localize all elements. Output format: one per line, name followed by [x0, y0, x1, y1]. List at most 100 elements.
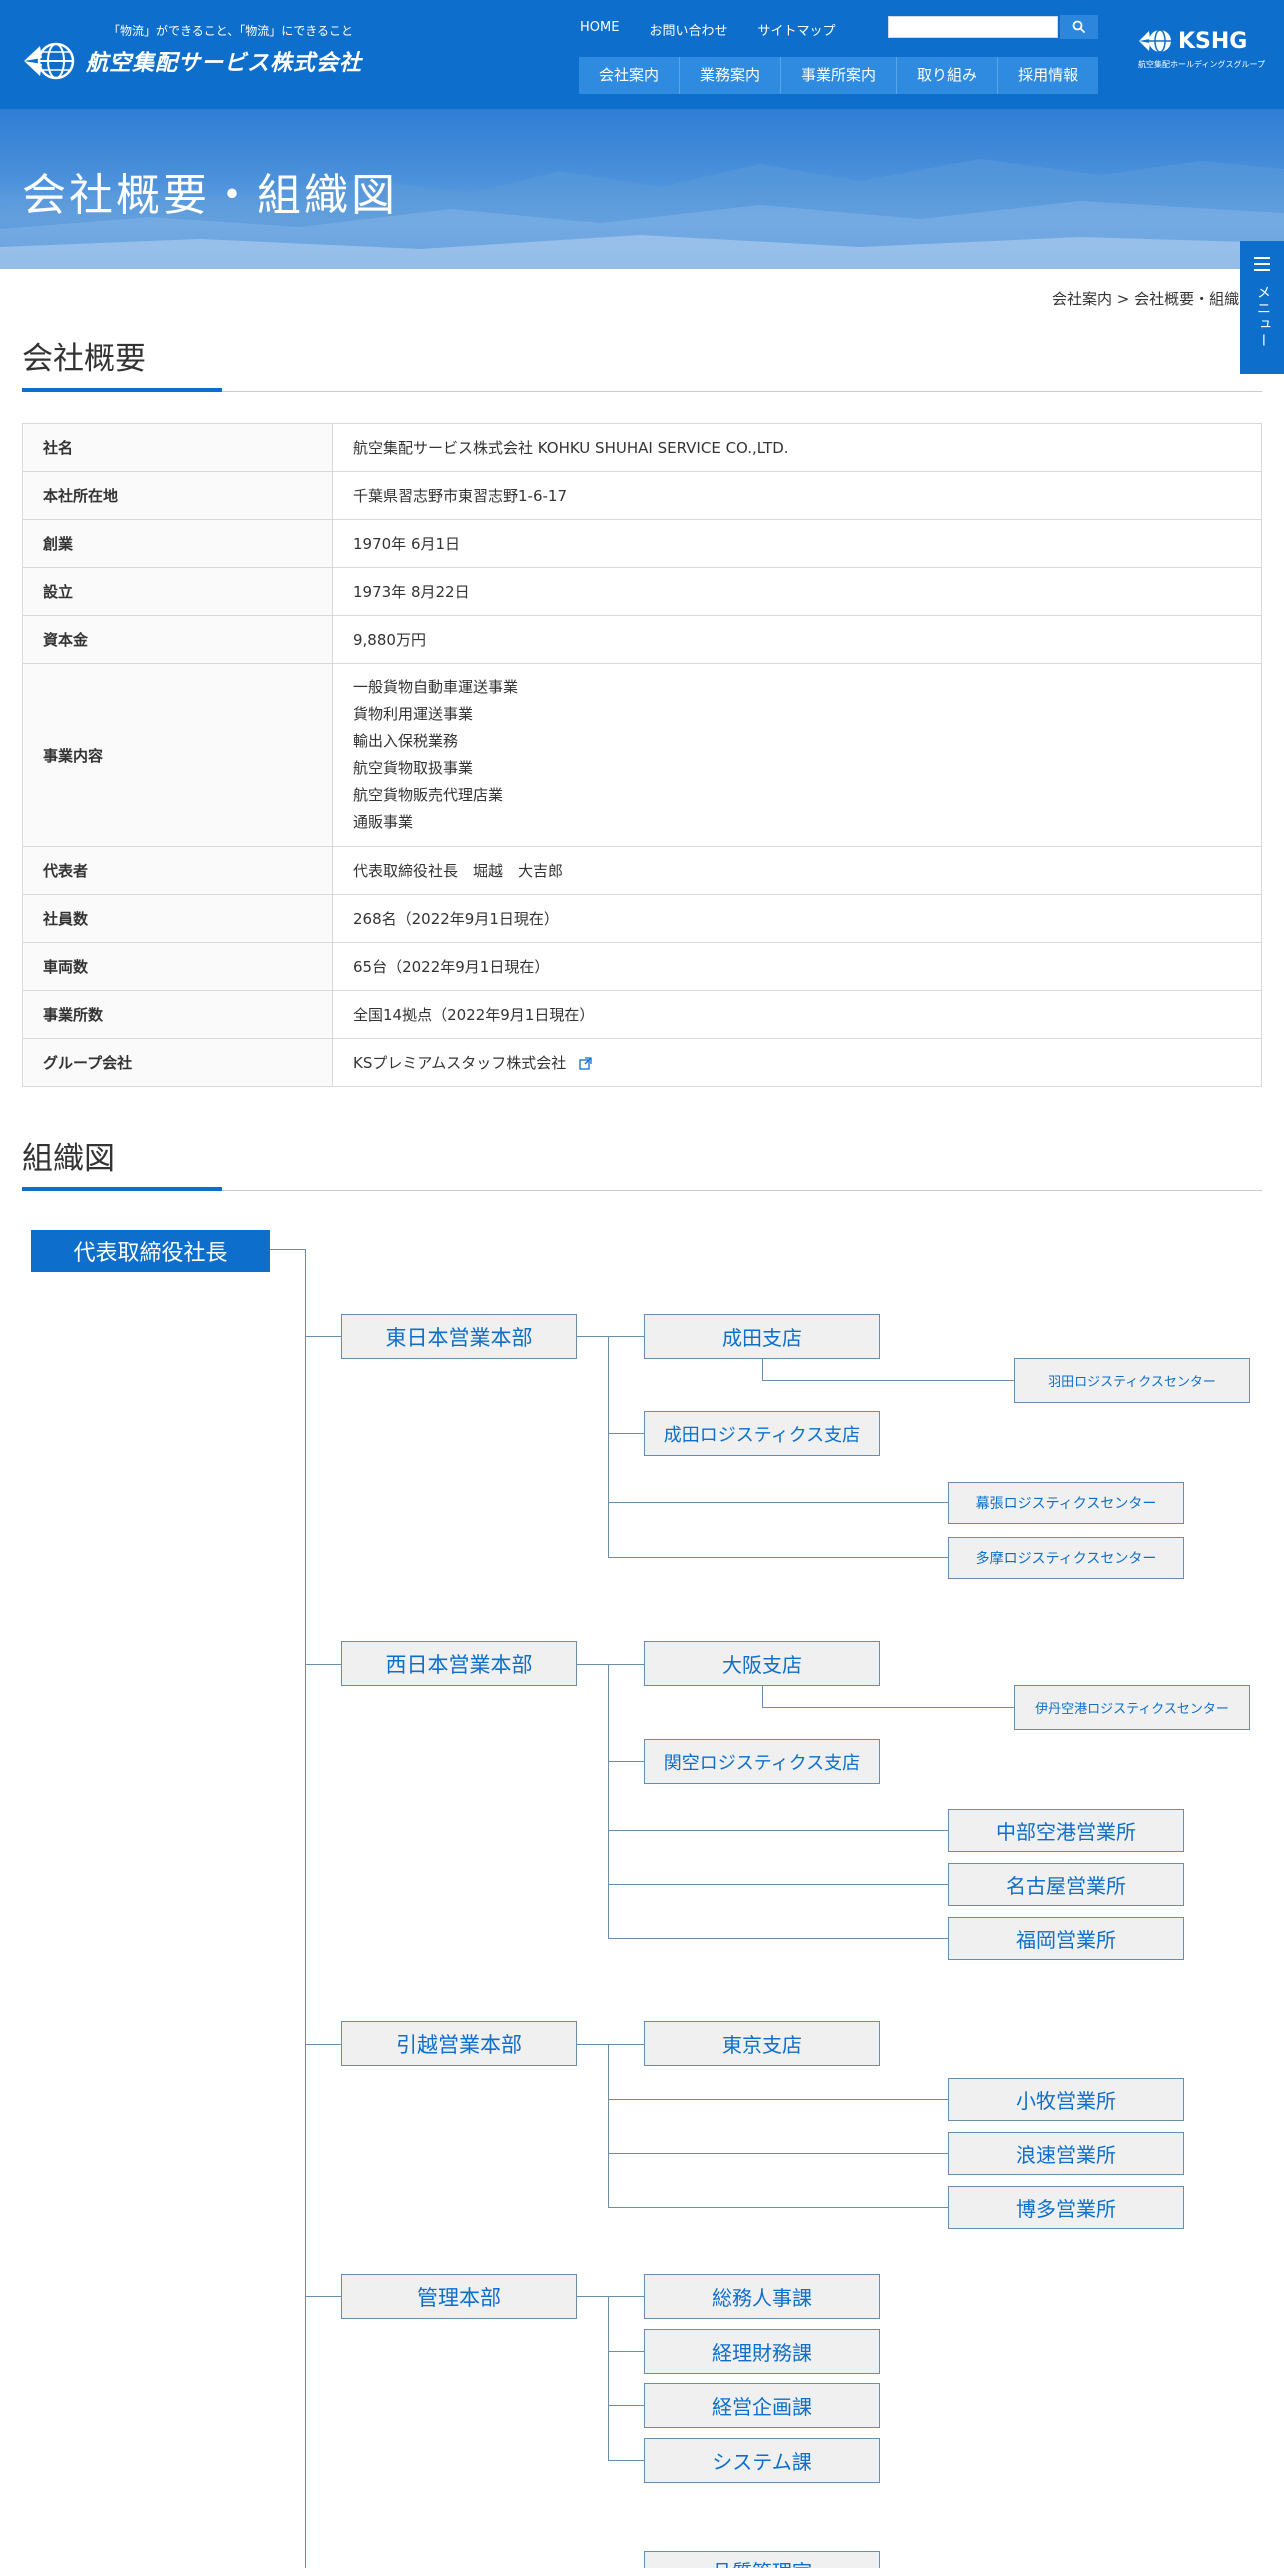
main-nav-services[interactable]: 業務案内	[680, 57, 782, 94]
org-center[interactable]: 羽田ロジスティクスセンター	[1014, 1358, 1250, 1403]
overview-heading-rule	[22, 388, 1262, 392]
row-label: 本社所在地	[22, 471, 333, 520]
row-label: 資本金	[22, 615, 333, 664]
table-row: 本社所在地 千葉県習志野市東習志野1-6-17	[22, 471, 1262, 520]
org-office[interactable]: 浪速営業所	[948, 2132, 1184, 2175]
table-row: 事業所数 全国14拠点（2022年9月1日現在）	[22, 990, 1262, 1039]
side-menu-toggle[interactable]: メニュー	[1240, 241, 1284, 374]
org-division-moving[interactable]: 引越営業本部	[341, 2021, 577, 2066]
connector-line	[608, 2405, 644, 2406]
table-row: 設立 1973年 8月22日	[22, 567, 1262, 616]
group-logo[interactable]: KSHG 航空集配ホールディングスグループ	[1138, 26, 1265, 70]
main-nav-company[interactable]: 会社案内	[579, 57, 681, 94]
hamburger-icon	[1254, 257, 1270, 275]
org-division-west[interactable]: 西日本営業本部	[341, 1641, 577, 1686]
table-row: グループ会社 KSプレミアムスタッフ株式会社	[22, 1038, 1262, 1087]
business-line: 航空貨物取扱事業	[353, 759, 474, 777]
org-section[interactable]: 経営企画課	[644, 2383, 880, 2428]
breadcrumb: 会社案内 > 会社概要・組織図	[1052, 288, 1240, 309]
table-row: 代表者 代表取締役社長 堀越 大吉郎	[22, 846, 1262, 895]
search-button[interactable]	[1060, 15, 1098, 39]
row-value: 千葉県習志野市東習志野1-6-17	[332, 471, 1262, 520]
connector-line	[608, 2351, 644, 2352]
org-office[interactable]: 小牧営業所	[948, 2078, 1184, 2121]
row-value: 9,880万円	[332, 615, 1262, 664]
table-row: 事業内容 一般貨物自動車運送事業 貨物利用運送事業 輸出入保税業務 航空貨物取扱…	[22, 663, 1262, 847]
org-section[interactable]: 経理財務課	[644, 2329, 880, 2374]
org-heading-rule	[22, 1187, 1262, 1191]
connector-line	[762, 1707, 1014, 1708]
table-row: 創業 1970年 6月1日	[22, 519, 1262, 568]
org-office[interactable]: 中部空港営業所	[948, 1809, 1184, 1852]
row-label: 社員数	[22, 894, 333, 943]
connector-line	[608, 1761, 644, 1762]
connector-line	[762, 1380, 1014, 1381]
utility-nav: HOME お問い合わせ サイトマップ	[580, 20, 865, 39]
row-value: 全国14拠点（2022年9月1日現在）	[332, 990, 1262, 1039]
connector-line	[608, 2099, 948, 2100]
row-value: KSプレミアムスタッフ株式会社	[332, 1038, 1262, 1087]
org-office[interactable]: 幕張ロジスティクスセンター	[948, 1482, 1184, 1524]
org-branch[interactable]: 成田ロジスティクス支店	[644, 1411, 880, 1456]
row-label: 車両数	[22, 942, 333, 991]
table-row: 資本金 9,880万円	[22, 615, 1262, 664]
business-line: 一般貨物自動車運送事業	[353, 678, 519, 696]
connector-line	[608, 1557, 948, 1558]
search-input[interactable]	[888, 16, 1058, 38]
connector-line	[577, 2296, 644, 2297]
connector-line	[577, 1336, 644, 1337]
connector-line	[305, 1336, 341, 1337]
group-logo-subtitle: 航空集配ホールディングスグループ	[1138, 60, 1265, 69]
company-logo[interactable]: 航空集配サービス株式会社	[22, 38, 362, 84]
main-nav-recruit[interactable]: 採用情報	[1018, 66, 1079, 84]
row-label: 社名	[22, 423, 333, 472]
row-label: グループ会社	[22, 1038, 333, 1087]
search-icon	[1072, 20, 1086, 34]
row-value: 1973年 8月22日	[332, 567, 1262, 616]
org-branch[interactable]: 東京支店	[644, 2021, 880, 2066]
org-section[interactable]: 総務人事課	[644, 2274, 880, 2319]
side-menu-label: メニュー	[1255, 285, 1271, 349]
org-branch[interactable]: 大阪支店	[644, 1641, 880, 1686]
connector-line	[608, 1884, 948, 1885]
connector-line	[608, 2296, 609, 2461]
mountain-scenery-image	[0, 159, 1284, 269]
nav-contact-link[interactable]: お問い合わせ	[649, 24, 728, 39]
business-line: 通販事業	[353, 813, 414, 831]
org-section[interactable]: システム課	[644, 2438, 880, 2483]
connector-line	[608, 1664, 609, 1939]
org-section-partial[interactable]: 品質管理室	[644, 2551, 880, 2568]
connector-line	[577, 1664, 644, 1665]
org-branch[interactable]: 関空ロジスティクス支店	[644, 1739, 880, 1784]
main-nav-offices[interactable]: 事業所案内	[781, 57, 898, 94]
nav-home-link[interactable]: HOME	[580, 20, 620, 35]
org-president[interactable]: 代表取締役社長	[31, 1230, 270, 1272]
external-link-icon[interactable]	[579, 1057, 592, 1070]
main-nav-initiatives[interactable]: 取り組み	[897, 57, 999, 94]
org-branch[interactable]: 成田支店	[644, 1314, 880, 1359]
page-title: 会社概要・組織図	[22, 170, 398, 221]
nav-sitemap-link[interactable]: サイトマップ	[757, 24, 836, 39]
connector-line	[608, 1433, 644, 1434]
org-office[interactable]: 博多営業所	[948, 2186, 1184, 2229]
breadcrumb-parent[interactable]: 会社案内	[1052, 290, 1113, 308]
connector-line	[608, 1938, 948, 1939]
table-row: 社名 航空集配サービス株式会社 KOHKU SHUHAI SERVICE CO.…	[22, 423, 1262, 472]
connector-line	[762, 1686, 763, 1707]
trunk-line	[305, 1249, 306, 2568]
org-division-east[interactable]: 東日本営業本部	[341, 1314, 577, 1359]
row-label: 創業	[22, 519, 333, 568]
org-center[interactable]: 伊丹空港ロジスティクスセンター	[1014, 1685, 1250, 1730]
logo-text: 航空集配サービス株式会社	[86, 51, 363, 76]
org-office[interactable]: 福岡営業所	[948, 1917, 1184, 1960]
group-company-link[interactable]: KSプレミアムスタッフ株式会社	[353, 1054, 567, 1072]
org-office[interactable]: 名古屋営業所	[948, 1863, 1184, 1906]
connector-line	[608, 2207, 948, 2208]
row-value: 代表取締役社長 堀越 大吉郎	[332, 846, 1262, 895]
table-row: 車両数 65台（2022年9月1日現在）	[22, 942, 1262, 991]
org-division-admin[interactable]: 管理本部	[341, 2274, 577, 2319]
org-office[interactable]: 多摩ロジスティクスセンター	[948, 1537, 1184, 1579]
row-label: 事業内容	[22, 663, 333, 847]
